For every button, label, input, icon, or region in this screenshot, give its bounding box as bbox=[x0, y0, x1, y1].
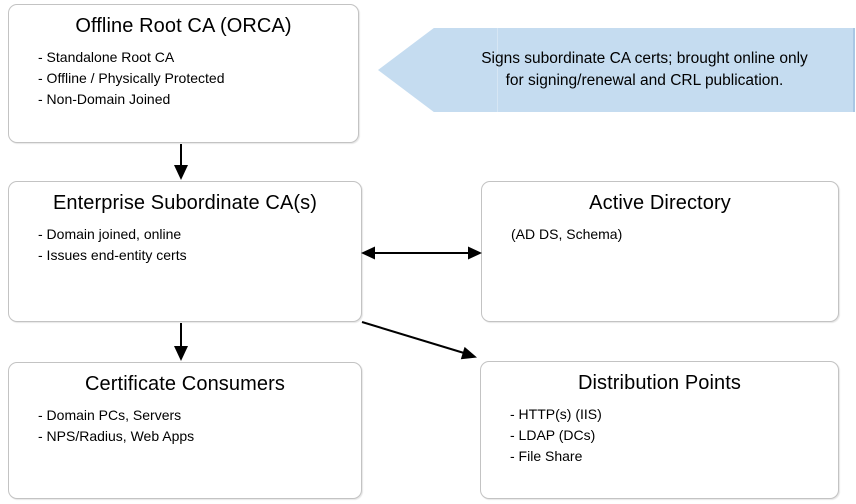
arrow-orca-to-subca-icon bbox=[174, 144, 188, 180]
box-bullets-active-directory: (AD DS, Schema) bbox=[482, 215, 838, 245]
box-title-offline-root-ca: Offline Root CA (ORCA) bbox=[75, 15, 292, 37]
arrow-subca-to-consumers-icon bbox=[174, 323, 188, 361]
callout-text-line: Signs subordinate CA certs; brought onli… bbox=[481, 50, 808, 67]
box-active-directory: Active Directory (AD DS, Schema) bbox=[481, 181, 839, 322]
callout-right-edge bbox=[853, 28, 855, 112]
box-bullets-enterprise-subordinate-ca: - Domain joined, online - Issues end-ent… bbox=[9, 215, 361, 266]
box-bullet: - Domain joined, online bbox=[38, 226, 182, 242]
callout-seam-line bbox=[497, 28, 498, 112]
arrow-subca-ad-double-icon bbox=[361, 246, 482, 260]
box-title-distribution-points: Distribution Points bbox=[577, 372, 742, 394]
callout-left-arrow-shape: Signs subordinate CA certs; brought onli… bbox=[378, 28, 855, 112]
box-bullet: - Domain PCs, Servers bbox=[38, 407, 182, 423]
callout-text-line: for signing/renewal and CRL publication. bbox=[505, 72, 784, 89]
box-bullet: - File Share bbox=[510, 448, 583, 464]
box-bullet: - Offline / Physically Protected bbox=[38, 70, 225, 86]
arrow-subca-to-dp-icon bbox=[361, 321, 477, 360]
box-enterprise-subordinate-ca: Enterprise Subordinate CA(s) - Domain jo… bbox=[8, 181, 362, 322]
box-bullet: - NPS/Radius, Web Apps bbox=[38, 428, 195, 444]
box-bullet: - Non-Domain Joined bbox=[38, 91, 171, 107]
box-bullet: - Standalone Root CA bbox=[38, 49, 175, 65]
box-bullet: - Issues end-entity certs bbox=[38, 247, 187, 263]
box-title-certificate-consumers: Certificate Consumers bbox=[85, 373, 285, 395]
box-bullet: (AD DS, Schema) bbox=[511, 226, 623, 242]
box-bullets-certificate-consumers: - Domain PCs, Servers - NPS/Radius, Web … bbox=[9, 396, 361, 447]
box-title-enterprise-subordinate-ca: Enterprise Subordinate CA(s) bbox=[52, 192, 318, 214]
box-bullet: - HTTP(s) (IIS) bbox=[510, 406, 602, 422]
box-certificate-consumers: Certificate Consumers - Domain PCs, Serv… bbox=[8, 362, 362, 499]
box-title-active-directory: Active Directory bbox=[589, 192, 731, 214]
box-bullet: - LDAP (DCs) bbox=[510, 427, 596, 443]
box-offline-root-ca: Offline Root CA (ORCA) - Standalone Root… bbox=[8, 4, 359, 143]
callout-text: Signs subordinate CA certs; brought onli… bbox=[440, 28, 849, 112]
box-bullets-distribution-points: - HTTP(s) (IIS) - LDAP (DCs) - File Shar… bbox=[481, 395, 838, 467]
box-distribution-points: Distribution Points - HTTP(s) (IIS) - LD… bbox=[480, 361, 839, 499]
box-bullets-offline-root-ca: - Standalone Root CA - Offline / Physica… bbox=[9, 38, 358, 110]
